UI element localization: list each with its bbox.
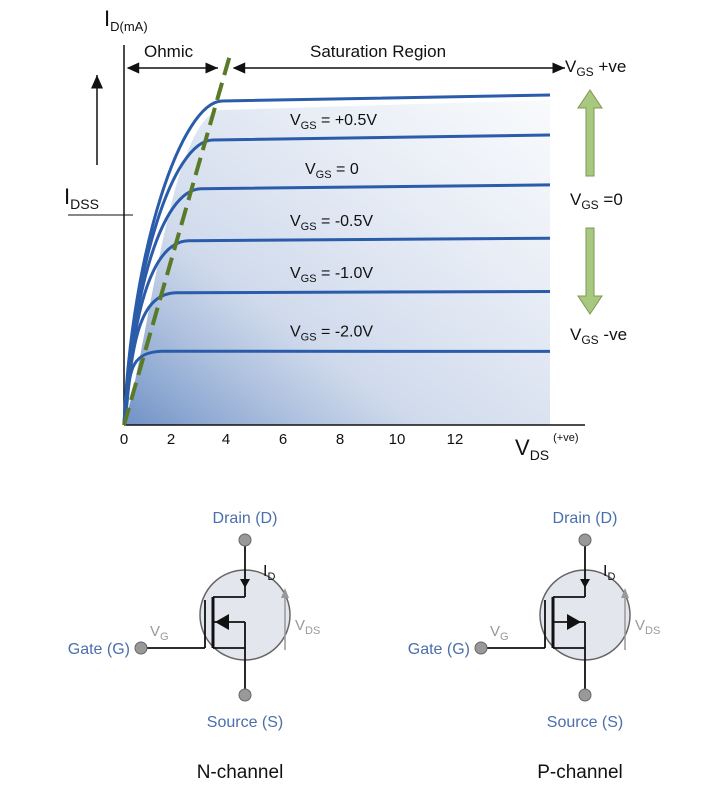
gate-label: Gate (G) xyxy=(408,641,470,658)
x-tick-label: 0 xyxy=(120,431,128,448)
vg-label: VG xyxy=(490,623,509,643)
ohmic-boundary-line xyxy=(122,54,232,426)
vds-arrowhead-icon xyxy=(621,588,629,598)
vgs-zero-label: VGS =0 xyxy=(570,190,623,212)
curve-label: VGS = -0.5V xyxy=(290,213,373,233)
vgs-positive-label: VGS +ve xyxy=(565,57,626,79)
saturation-region-label: Saturation Region xyxy=(310,42,446,61)
drain-label: Drain (D) xyxy=(213,510,278,527)
id-label: ID xyxy=(603,563,615,583)
source-label: Source (S) xyxy=(547,714,623,731)
vds-label: VDS xyxy=(635,617,660,637)
characteristic-shade-region xyxy=(124,100,550,425)
current-arrow-icon xyxy=(240,579,250,588)
current-arrow-icon xyxy=(580,579,590,588)
n-channel-symbol: Drain (D) Source (S) Gate (G) ID VG VDS N-chan… xyxy=(68,510,321,783)
drain-terminal xyxy=(578,533,592,547)
ohmic-region-label: Ohmic xyxy=(144,42,194,61)
p-channel-symbol: Drain (D) Source (S) Gate (G) ID VG VDS P-chan… xyxy=(408,510,661,783)
vgs-negative-label: VGS -ve xyxy=(570,325,627,347)
id-label: ID xyxy=(263,563,275,583)
x-tick-label: 4 xyxy=(222,431,230,448)
curve-label: VGS = -1.0V xyxy=(290,265,373,285)
symbol-caption: P-channel xyxy=(537,762,623,783)
curve-label: VGS = 0 xyxy=(305,161,359,181)
curves-group: VGS = +0.5V VGS = 0 VGS = -0.5V VGS = -1.0V… xyxy=(122,93,551,426)
source-terminal xyxy=(578,688,592,702)
vds-label: VDS xyxy=(295,617,320,637)
vg-label: VG xyxy=(150,623,169,643)
gate-terminal xyxy=(134,641,148,655)
channel-type-arrow-icon xyxy=(215,614,229,630)
symbol-caption: N-channel xyxy=(197,762,284,783)
drain-terminal xyxy=(238,533,252,547)
x-tick-label: 2 xyxy=(167,431,175,448)
gate-label: Gate (G) xyxy=(68,641,130,658)
x-axis-label: VDS(+ve) xyxy=(515,432,579,463)
source-terminal xyxy=(238,688,252,702)
x-tick-label: 12 xyxy=(447,431,464,448)
y-axis-label: ID(mA) xyxy=(104,6,148,34)
x-tick-labels: 0 2 4 6 8 10 12 xyxy=(120,431,464,448)
channel-type-arrow-icon xyxy=(567,614,581,630)
decrease-arrow-icon xyxy=(577,227,603,315)
gate-terminal xyxy=(474,641,488,655)
increase-arrow-icon xyxy=(577,89,603,177)
vds-arrowhead-icon xyxy=(281,588,289,598)
x-tick-label: 8 xyxy=(336,431,344,448)
source-label: Source (S) xyxy=(207,714,283,731)
drain-label: Drain (D) xyxy=(553,510,618,527)
curve-label: VGS = +0.5V xyxy=(290,112,377,132)
jfet-symbols: Drain (D) Source (S) Gate (G) ID VG VDS N-chan… xyxy=(68,510,661,783)
x-tick-label: 6 xyxy=(279,431,287,448)
curve-label: VGS = -2.0V xyxy=(290,323,373,343)
x-tick-label: 10 xyxy=(389,431,406,448)
idss-label: IDSS xyxy=(64,184,99,212)
